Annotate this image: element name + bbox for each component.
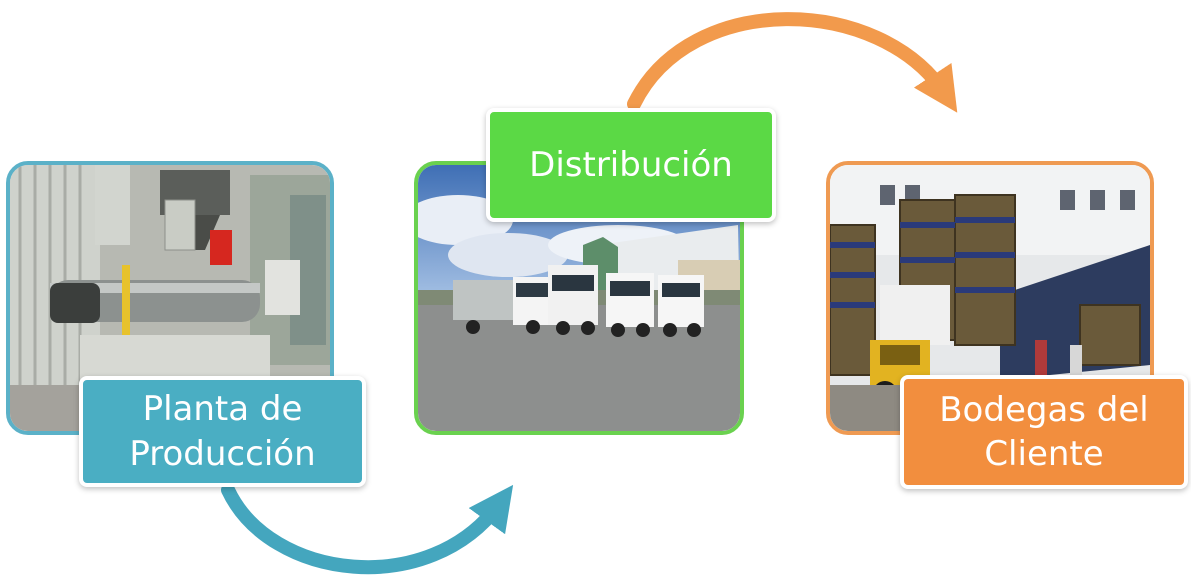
arrow-distribution-to-warehouse [627,12,958,113]
step-label-customer-warehouse: Bodegas del Cliente [900,375,1188,489]
step-label-distribution: Distribución [486,108,776,222]
arrow-production-to-distribution [221,483,514,575]
step-label-production: Planta de Producción [79,376,366,487]
